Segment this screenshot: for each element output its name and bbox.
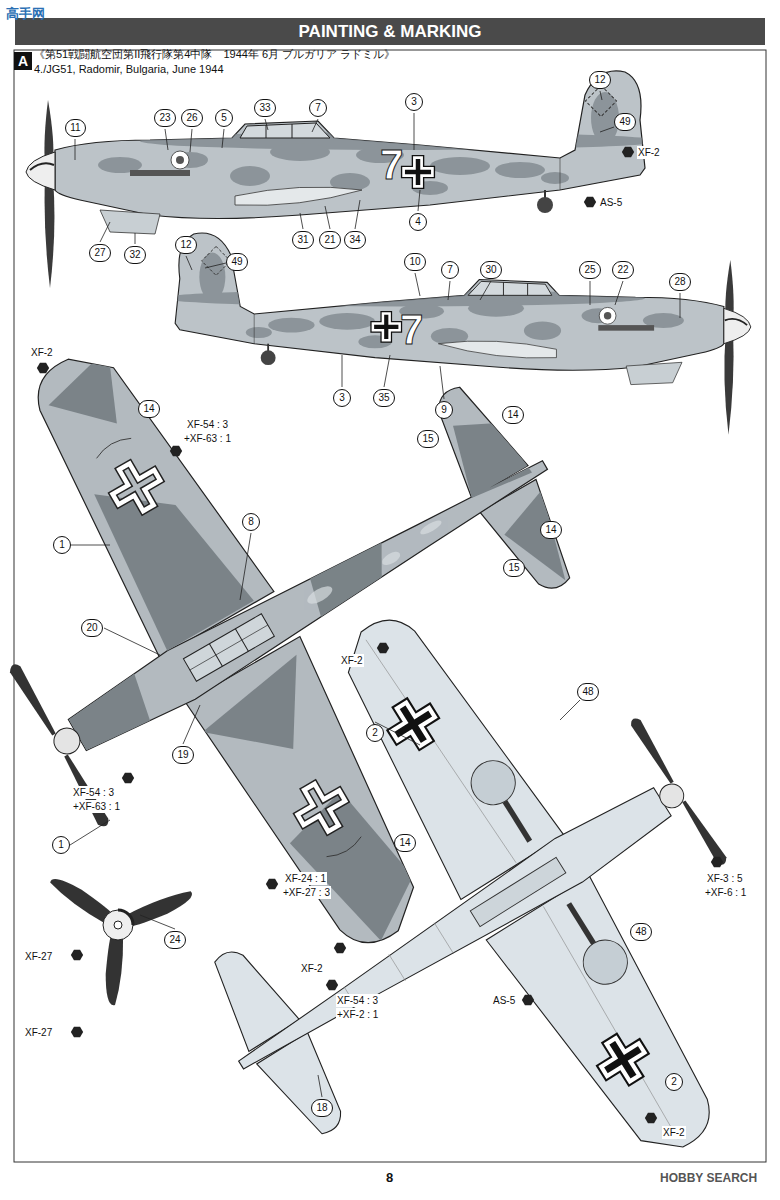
callout-number: 12 bbox=[175, 236, 197, 254]
callout-number: 14 bbox=[138, 400, 160, 418]
callout-number: 28 bbox=[669, 273, 691, 291]
paint-code: AS-5 bbox=[492, 994, 516, 1007]
callout-number: 35 bbox=[373, 389, 395, 407]
callout-number: 7 bbox=[441, 261, 459, 279]
paint-code: XF-27 bbox=[24, 1026, 53, 1039]
paint-code: +XF-27 : 3 bbox=[282, 886, 331, 899]
paint-code: +XF-63 : 1 bbox=[183, 432, 232, 445]
callout-number: 34 bbox=[344, 231, 366, 249]
callout-number: 2 bbox=[665, 1073, 683, 1091]
callout-number: 2 bbox=[366, 724, 384, 742]
callout-number: 15 bbox=[417, 430, 439, 448]
callout-number: 32 bbox=[124, 246, 146, 264]
callout-number: 3 bbox=[405, 93, 423, 111]
aircraft-number: 7 bbox=[400, 308, 423, 352]
paint-code: +XF-63 : 1 bbox=[72, 800, 121, 813]
callout-number: 19 bbox=[172, 746, 194, 764]
callout-number: 12 bbox=[589, 71, 611, 89]
watermark: 高手网 bbox=[6, 5, 45, 23]
paint-code: XF-54 : 3 bbox=[72, 786, 115, 799]
paint-code: +XF-6 : 1 bbox=[704, 886, 747, 899]
scheme-title-english: 4./JG51, Radomir, Bulgaria, June 1944 bbox=[34, 62, 224, 76]
aircraft-number: 7 bbox=[380, 143, 403, 187]
callout-number: 18 bbox=[311, 1099, 333, 1117]
paint-code: XF-24 : 1 bbox=[284, 872, 327, 885]
callout-number: 11 bbox=[65, 119, 86, 137]
scheme-letter: A bbox=[18, 53, 28, 69]
callout-number: 10 bbox=[404, 253, 426, 271]
callout-number: 14 bbox=[394, 834, 416, 852]
callout-number: 31 bbox=[292, 231, 314, 249]
scheme-title-japanese: 《第51戦闘航空団第II飛行隊第4中隊 1944年 6月 ブルガリア ラドミル》 bbox=[34, 47, 395, 61]
paint-code: XF-2 bbox=[340, 654, 364, 667]
callout-number: 15 bbox=[503, 559, 525, 577]
callout-number: 9 bbox=[435, 401, 453, 419]
callout-number: 22 bbox=[612, 261, 634, 279]
callout-number: 14 bbox=[502, 406, 524, 424]
paint-code: XF-3 : 5 bbox=[706, 872, 744, 885]
callout-number: 8 bbox=[242, 513, 260, 531]
callout-number: 27 bbox=[89, 244, 111, 262]
paint-code: +XF-2 : 1 bbox=[336, 1008, 379, 1021]
paint-code: AS-5 bbox=[599, 196, 623, 209]
page-number: 8 bbox=[386, 1170, 393, 1185]
paint-code: XF-54 : 3 bbox=[336, 994, 379, 1007]
paint-code: XF-2 bbox=[30, 346, 54, 359]
callout-number: 23 bbox=[154, 109, 176, 127]
callout-number: 7 bbox=[309, 99, 327, 117]
paint-code: XF-2 bbox=[637, 146, 661, 159]
callout-number: 3 bbox=[333, 389, 351, 407]
callout-number: 49 bbox=[226, 253, 248, 271]
callout-number: 1 bbox=[52, 836, 70, 854]
callout-number: 4 bbox=[409, 213, 427, 231]
callout-number: 33 bbox=[254, 99, 276, 117]
callout-number: 30 bbox=[480, 261, 502, 279]
callout-number: 26 bbox=[181, 109, 203, 127]
paint-code: XF-27 bbox=[24, 950, 53, 963]
paint-code: XF-2 bbox=[662, 1126, 686, 1139]
callout-number: 48 bbox=[630, 923, 652, 941]
paint-code: XF-2 bbox=[300, 962, 324, 975]
scheme-letter-box: A bbox=[14, 52, 32, 70]
callout-number: 25 bbox=[579, 261, 601, 279]
paint-code: XF-54 : 3 bbox=[186, 418, 229, 431]
callout-number: 20 bbox=[81, 619, 103, 637]
callout-number: 5 bbox=[215, 109, 233, 127]
callout-number: 14 bbox=[540, 521, 562, 539]
callout-number: 49 bbox=[614, 113, 636, 131]
callout-number: 48 bbox=[577, 683, 599, 701]
title-band: PAINTING & MARKING bbox=[15, 18, 765, 45]
callout-number: 1 bbox=[53, 536, 71, 554]
watermark: HOBBY SEARCH bbox=[660, 1171, 757, 1185]
callout-number: 21 bbox=[319, 231, 341, 249]
callout-number: 24 bbox=[164, 931, 186, 949]
